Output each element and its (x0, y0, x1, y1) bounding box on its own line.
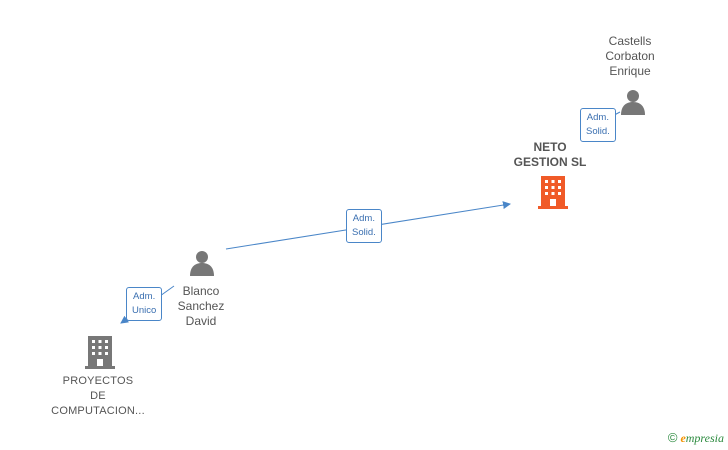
edge-label-blanco-neto: Adm. Solid. (346, 209, 382, 243)
edge-label-castells-neto: Adm. Solid. (580, 108, 616, 142)
building-icon[interactable] (538, 176, 568, 209)
person-icon[interactable] (190, 251, 214, 276)
node-label-castells[interactable]: Castells Corbaton Enrique (605, 34, 655, 78)
node-label-blanco[interactable]: Blanco Sanchez David (177, 284, 225, 328)
node-label-neto[interactable]: NETO GESTION SL (513, 140, 587, 169)
building-icon[interactable] (85, 336, 115, 369)
copyright-symbol: © (667, 430, 678, 445)
brand-initial: e (680, 431, 686, 445)
brand-name: mpresia (685, 431, 724, 445)
edge-label-blanco-proyectos: Adm. Unico (126, 287, 163, 321)
person-icon[interactable] (621, 90, 645, 115)
node-label-proyectos[interactable]: PROYECTOS DE COMPUTACION... (51, 375, 145, 417)
empresia-logo: ©empresia (668, 430, 724, 446)
